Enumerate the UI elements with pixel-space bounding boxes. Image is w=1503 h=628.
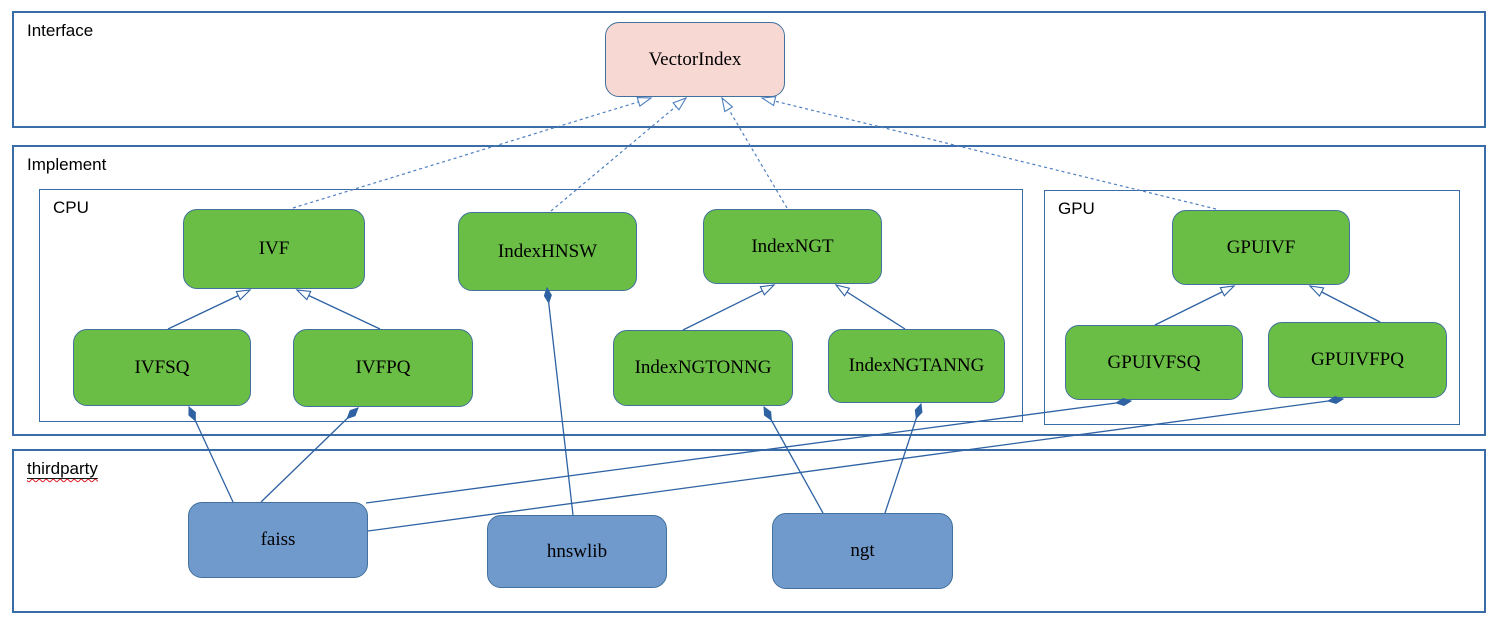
node-hnswlib[interactable]: hnswlib: [487, 515, 667, 588]
node-label-faiss: faiss: [260, 529, 296, 550]
node-label-gpuivfpq: GPUIVFPQ: [1311, 349, 1404, 370]
node-ivf[interactable]: IVF: [183, 209, 365, 289]
container-label-implement: Implement: [27, 155, 107, 174]
node-indexngt[interactable]: IndexNGT: [703, 209, 882, 284]
node-label-ivfpq: IVFPQ: [355, 357, 411, 378]
node-ngt[interactable]: ngt: [772, 513, 953, 589]
node-label-vectorindex: VectorIndex: [648, 48, 742, 70]
node-faiss[interactable]: faiss: [188, 502, 368, 578]
node-label-indexngt: IndexNGT: [751, 235, 834, 257]
node-label-indexngtonng: IndexNGTONNG: [634, 357, 772, 378]
container-label-interface: Interface: [27, 21, 94, 40]
node-label-indexhnsw: IndexHNSW: [497, 240, 598, 262]
node-label-ivfsq: IVFSQ: [134, 356, 190, 378]
node-gpuivfsq[interactable]: GPUIVFSQ: [1065, 325, 1243, 400]
node-indexngtonng[interactable]: IndexNGTONNG: [613, 330, 793, 406]
container-label-cpu: CPU: [53, 198, 89, 217]
node-vectorindex[interactable]: VectorIndex: [605, 22, 785, 97]
node-gpuivfpq[interactable]: GPUIVFPQ: [1268, 322, 1447, 398]
node-label-hnswlib: hnswlib: [546, 540, 608, 562]
node-ivfpq[interactable]: IVFPQ: [293, 329, 473, 407]
container-label-gpu: GPU: [1058, 199, 1095, 218]
node-label-ngt: ngt: [850, 540, 875, 561]
container-label-thirdparty: thirdparty: [27, 459, 98, 478]
node-label-indexngtanng: IndexNGTANNG: [848, 355, 985, 376]
node-indexhnsw[interactable]: IndexHNSW: [458, 212, 637, 291]
node-label-gpuivfsq: GPUIVFSQ: [1107, 351, 1201, 373]
node-ivfsq[interactable]: IVFSQ: [73, 329, 251, 406]
node-indexngtanng[interactable]: IndexNGTANNG: [828, 329, 1005, 403]
node-label-ivf: IVF: [258, 238, 290, 259]
node-label-gpuivf: GPUIVF: [1226, 236, 1296, 258]
node-gpuivf[interactable]: GPUIVF: [1172, 210, 1350, 285]
